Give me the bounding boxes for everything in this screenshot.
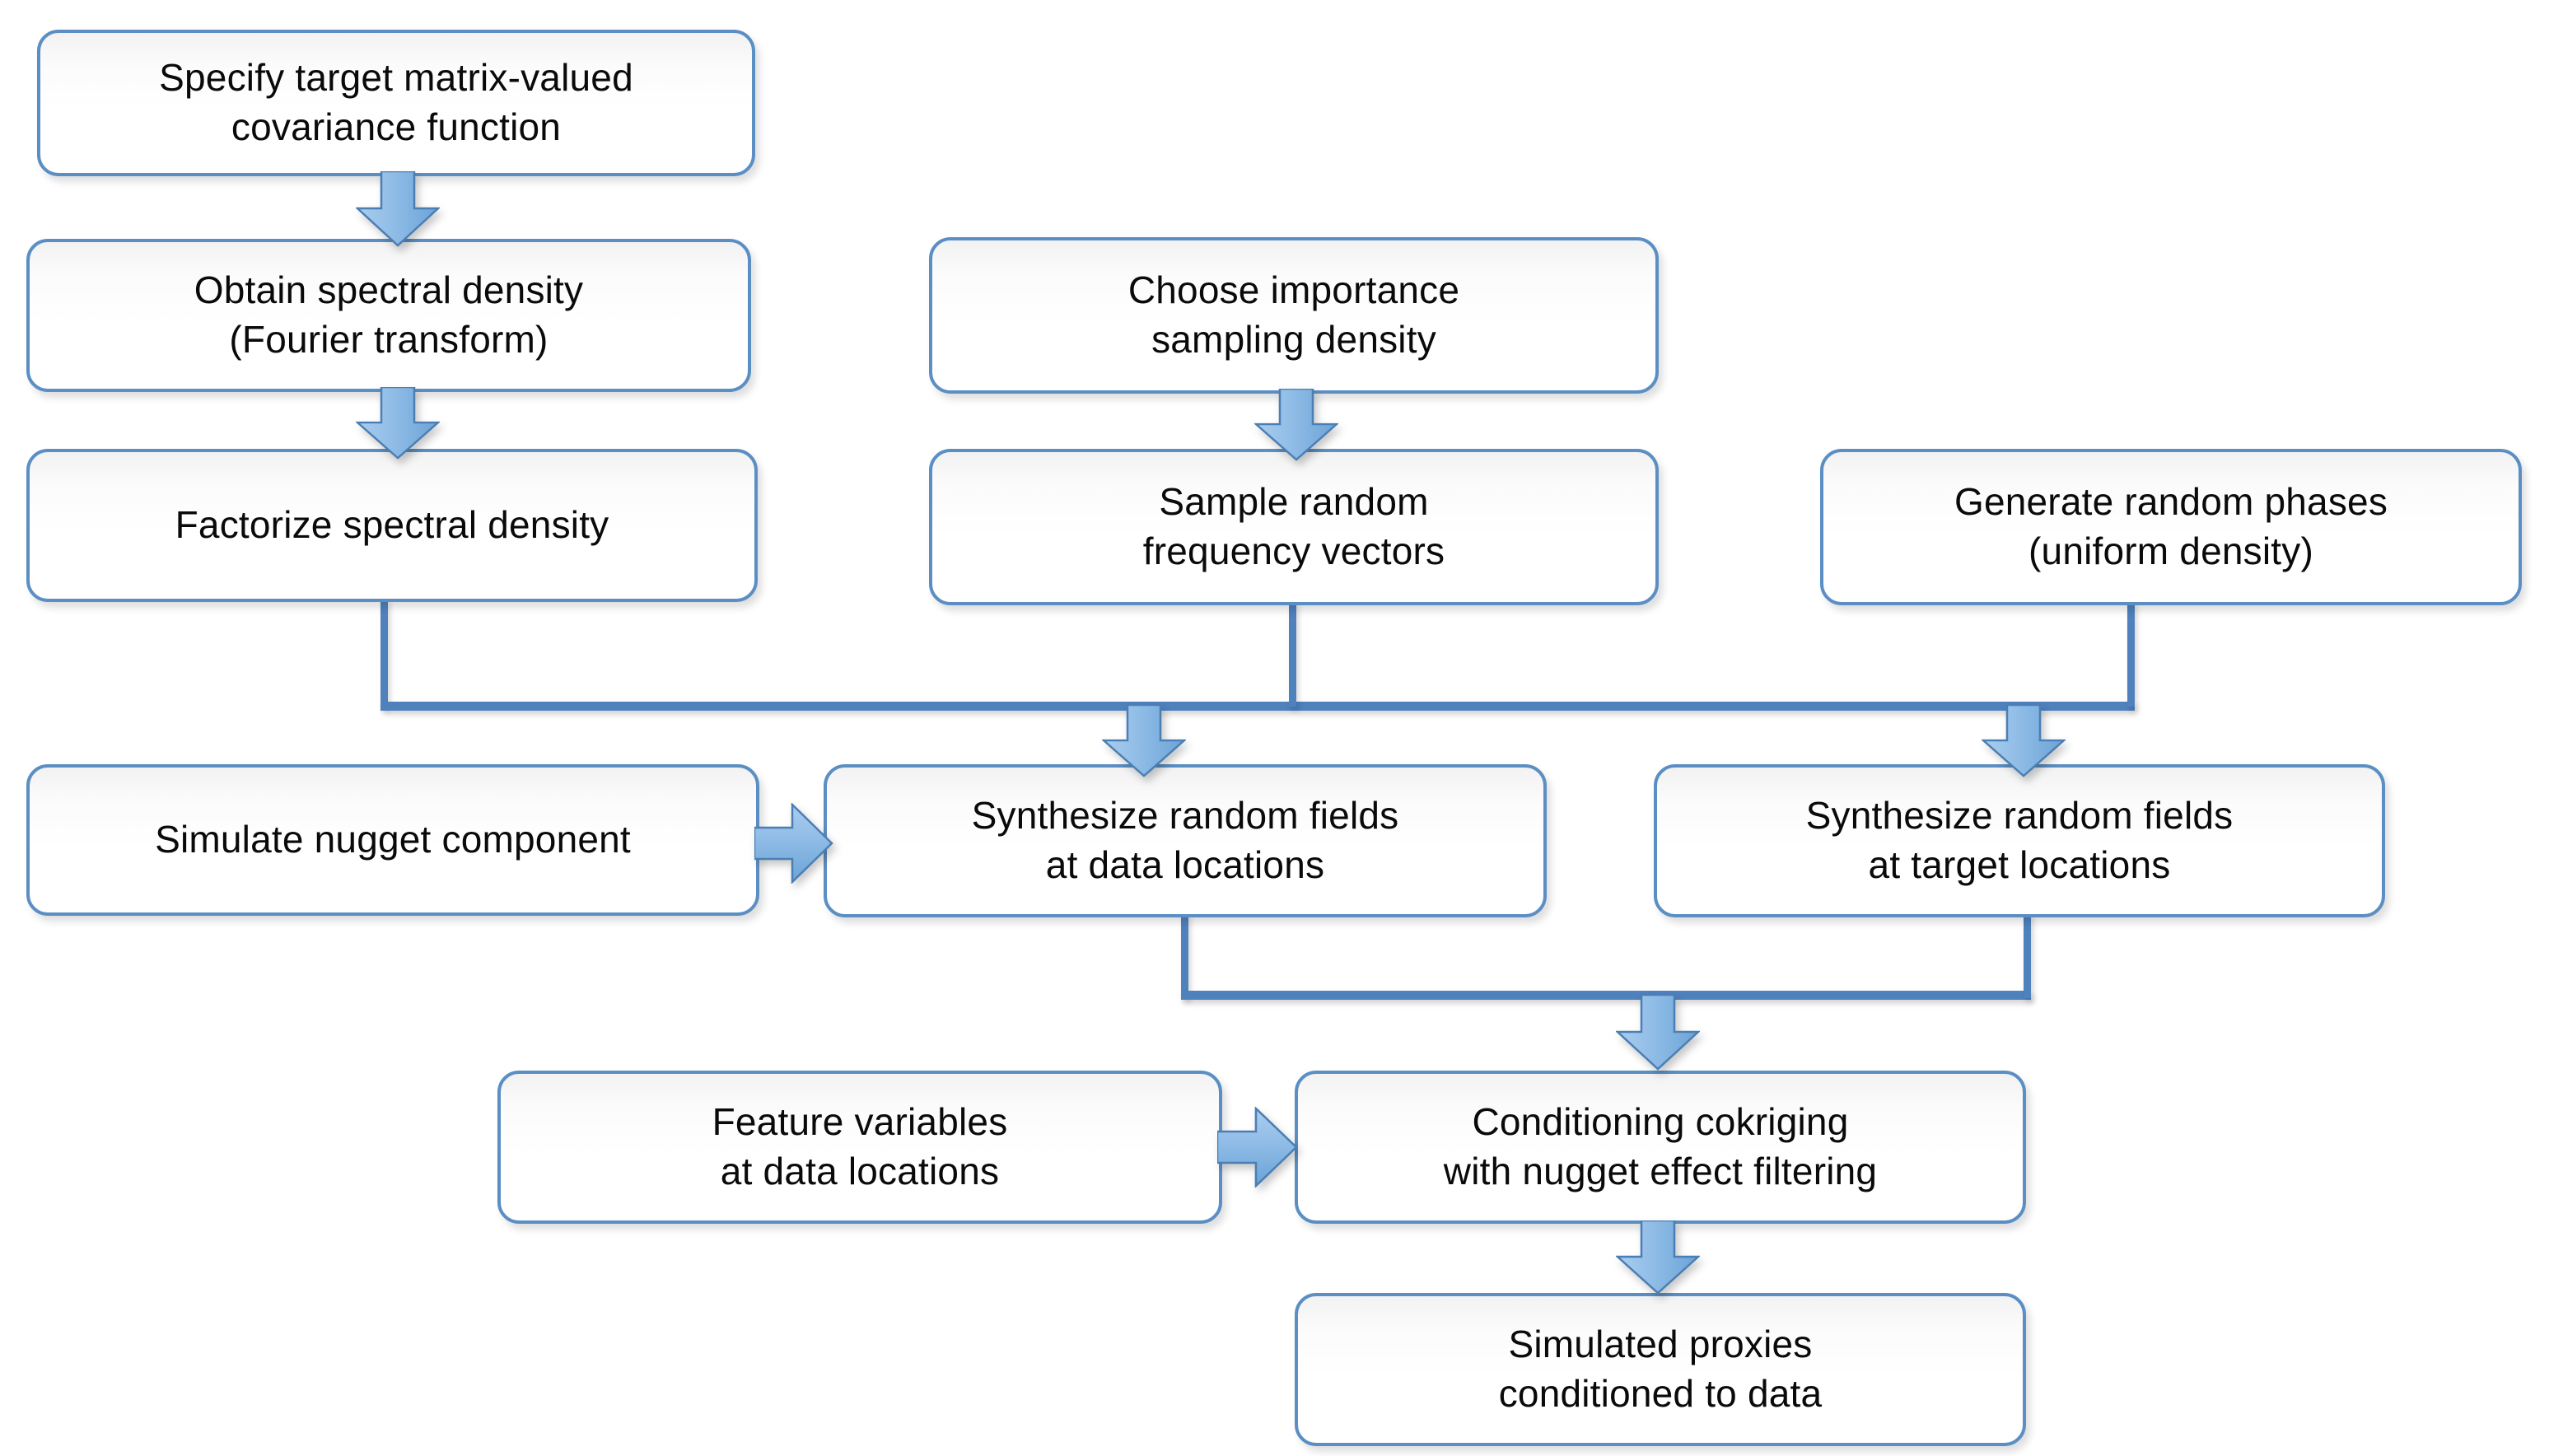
node-label: Conditioning cokriging with nugget effec… [1443, 1100, 1878, 1192]
node-label: Simulated proxies conditioned to data [1498, 1323, 1823, 1415]
arrow-down-importance-to-sample [1254, 389, 1338, 461]
arrow-right-nugget-to-synth-data [754, 803, 833, 884]
node-synthesize-target-locations[interactable]: Synthesize random fields at target locat… [1654, 764, 2385, 917]
node-label: Choose importance sampling density [1127, 268, 1460, 361]
arrow-down-bus1-to-synth-target [1982, 705, 2066, 777]
arrow-right-features-to-cokriging [1217, 1107, 1298, 1188]
node-feature-variables[interactable]: Feature variables at data locations [497, 1071, 1222, 1224]
connector-merge-bus-1 [380, 702, 2135, 711]
node-label: Feature variables at data locations [712, 1100, 1008, 1192]
arrow-down-bus1-to-synth-data [1102, 705, 1186, 777]
node-obtain-spectral-density[interactable]: Obtain spectral density (Fourier transfo… [26, 239, 751, 392]
node-conditioning-cokriging[interactable]: Conditioning cokriging with nugget effec… [1295, 1071, 2026, 1224]
node-choose-importance-sampling[interactable]: Choose importance sampling density [929, 237, 1659, 394]
node-label: Obtain spectral density (Fourier transfo… [194, 268, 584, 361]
connector-sample-frequency-down [1289, 601, 1296, 707]
node-label: Sample random frequency vectors [1142, 480, 1445, 572]
node-synthesize-data-locations[interactable]: Synthesize random fields at data locatio… [824, 764, 1547, 917]
node-label: Generate random phases (uniform density) [1954, 480, 2388, 572]
connector-factorize-down [380, 598, 388, 707]
node-generate-random-phases[interactable]: Generate random phases (uniform density) [1820, 449, 2522, 605]
node-label: Simulate nugget component [155, 818, 631, 861]
arrow-down-obtain-to-factorize [356, 387, 440, 460]
connector-random-phases-down [2127, 601, 2135, 707]
node-factorize-spectral-density[interactable]: Factorize spectral density [26, 449, 758, 602]
node-sample-frequency-vectors[interactable]: Sample random frequency vectors [929, 449, 1659, 605]
node-simulated-proxies[interactable]: Simulated proxies conditioned to data [1295, 1293, 2026, 1446]
arrow-down-specify-to-obtain [356, 171, 440, 247]
node-label: Synthesize random fields at target locat… [1805, 794, 2234, 886]
node-specify-covariance[interactable]: Specify target matrix-valued covariance … [37, 30, 755, 176]
connector-synth-target-down [2024, 912, 2031, 998]
node-simulate-nugget-component[interactable]: Simulate nugget component [26, 764, 759, 916]
arrow-down-cokriging-to-proxies [1616, 1220, 1700, 1295]
node-label: Synthesize random fields at data locatio… [971, 794, 1399, 886]
node-label: Specify target matrix-valued covariance … [159, 56, 633, 148]
node-label: Factorize spectral density [175, 503, 609, 547]
connector-merge-bus-2 [1181, 991, 2031, 1000]
arrow-down-bus2-to-cokriging [1616, 995, 1700, 1071]
connector-synth-data-down [1181, 912, 1188, 998]
